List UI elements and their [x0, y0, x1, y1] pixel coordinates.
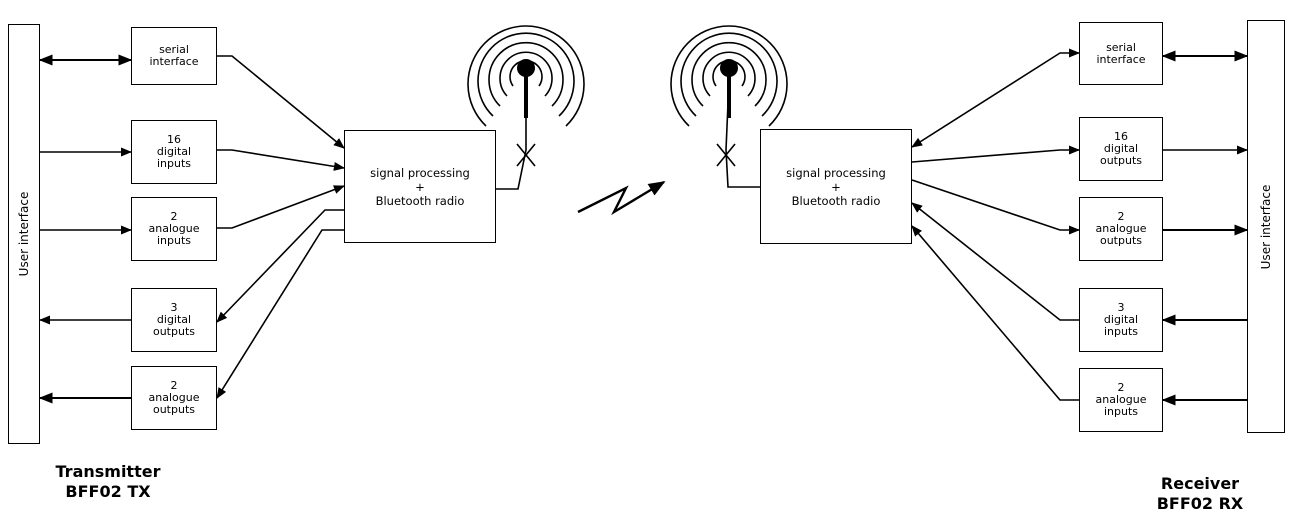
tx-digital-out-line-3: outputs — [152, 325, 195, 338]
rx-digital-out-line-3: outputs — [1099, 154, 1142, 167]
rx-analogue-in-line-2: analogue — [1095, 393, 1147, 406]
tx-serial-interface-block: serial interface — [131, 27, 217, 85]
rx-user-interface-panel: User interface — [1247, 20, 1285, 433]
rx-digital-outputs-block: 16 digital outputs — [1079, 117, 1163, 181]
rx-serial-interface-block: serial interface — [1079, 22, 1163, 85]
rx-user-interface-label: User interface — [1259, 184, 1273, 269]
rx-digital-inputs-block: 3 digital inputs — [1079, 288, 1163, 352]
tx-proc-to-digital-out — [216, 209, 344, 323]
tx-analogue-out-line-3: outputs — [152, 403, 195, 416]
tx-serial-to-proc — [216, 55, 345, 149]
tx-serial-line-2: interface — [149, 55, 199, 68]
rx-proc-line-1: signal processing — [786, 165, 886, 180]
rx-antenna-tip — [720, 59, 738, 77]
rx-digital-in-to-proc — [911, 202, 1079, 321]
rx-digital-out-line-1: 16 — [1114, 130, 1128, 143]
tx-proc-line-2: + — [415, 179, 425, 194]
rx-analogue-out-line-2: analogue — [1095, 222, 1147, 235]
tx-analogue-in-line-1: 2 — [170, 210, 178, 223]
tx-analogue-out-line-1: 2 — [170, 379, 178, 392]
tx-digital-in-line-3: inputs — [156, 157, 192, 170]
rx-digital-in-line-3: inputs — [1103, 325, 1139, 338]
tx-analogue-outputs-block: 2 analogue outputs — [131, 366, 217, 430]
tx-antenna-feed — [496, 80, 527, 190]
tx-proc-to-analogue-out — [216, 229, 344, 399]
rx-analogue-outputs-block: 2 analogue outputs — [1079, 197, 1163, 261]
tx-digital-out-line-1: 3 — [170, 301, 178, 314]
rx-signal-processor-block: signal processing + Bluetooth radio — [760, 129, 912, 244]
rx-serial-line-1: serial — [1106, 40, 1136, 54]
tx-caption: Transmitter BFF02 TX — [28, 462, 188, 502]
rx-caption-model: BFF02 RX — [1156, 494, 1244, 513]
rx-proc-line-3: Bluetooth radio — [791, 193, 881, 208]
tx-caption-model: BFF02 TX — [65, 482, 151, 501]
tx-user-interface-label: User interface — [17, 191, 31, 277]
rx-analogue-in-to-proc — [911, 225, 1079, 401]
rx-proc-to-digital-out — [911, 145, 1081, 163]
rx-antenna-rings — [670, 25, 788, 127]
tx-analogue-out-line-2: analogue — [148, 391, 200, 404]
tx-analogue-in-line-2: analogue — [148, 222, 200, 235]
rx-digital-in-line-2: digital — [1103, 313, 1139, 326]
tx-serial-line-1: serial — [159, 43, 189, 56]
rx-analogue-out-line-1: 2 — [1117, 210, 1125, 223]
tx-proc-line-3: Bluetooth radio — [375, 193, 465, 208]
rx-proc-line-2: + — [831, 179, 841, 194]
tx-proc-line-1: signal processing — [370, 165, 470, 180]
rx-serial-line-2: interface — [1096, 52, 1146, 66]
rx-analogue-inputs-block: 2 analogue inputs — [1079, 368, 1163, 432]
tx-analogue-inputs-block: 2 analogue inputs — [131, 197, 217, 261]
rx-digital-out-line-2: digital — [1103, 142, 1139, 155]
rx-caption: Receiver BFF02 RX — [1120, 474, 1280, 514]
tx-signal-processor-block: signal processing + Bluetooth radio — [344, 130, 496, 243]
rx-digital-in-line-1: 3 — [1117, 301, 1125, 314]
rx-proc-serial-link — [911, 48, 1081, 148]
rx-caption-title: Receiver — [1160, 474, 1240, 493]
rx-analogue-out-line-3: outputs — [1099, 234, 1142, 247]
tx-digital-in-line-1: 16 — [167, 133, 181, 146]
tx-antenna-tip — [517, 59, 535, 77]
tx-analogue-in-line-3: inputs — [156, 234, 192, 247]
rx-analogue-in-line-3: inputs — [1103, 405, 1139, 418]
tx-digital-inputs-block: 16 digital inputs — [131, 120, 217, 184]
tx-user-interface-panel: User interface — [8, 24, 40, 444]
rx-proc-to-analogue-out — [911, 179, 1081, 235]
tx-digital-out-line-2: digital — [156, 313, 192, 326]
tx-digital-in-line-2: digital — [156, 145, 192, 158]
tx-digital-to-proc — [216, 149, 346, 171]
tx-caption-title: Transmitter — [55, 462, 161, 481]
rx-analogue-in-line-1: 2 — [1117, 381, 1125, 394]
wireless-link-arrow — [577, 180, 666, 216]
tx-digital-outputs-block: 3 digital outputs — [131, 288, 217, 352]
tx-analogue-to-proc — [216, 185, 346, 229]
rx-antenna-feed — [725, 79, 760, 188]
